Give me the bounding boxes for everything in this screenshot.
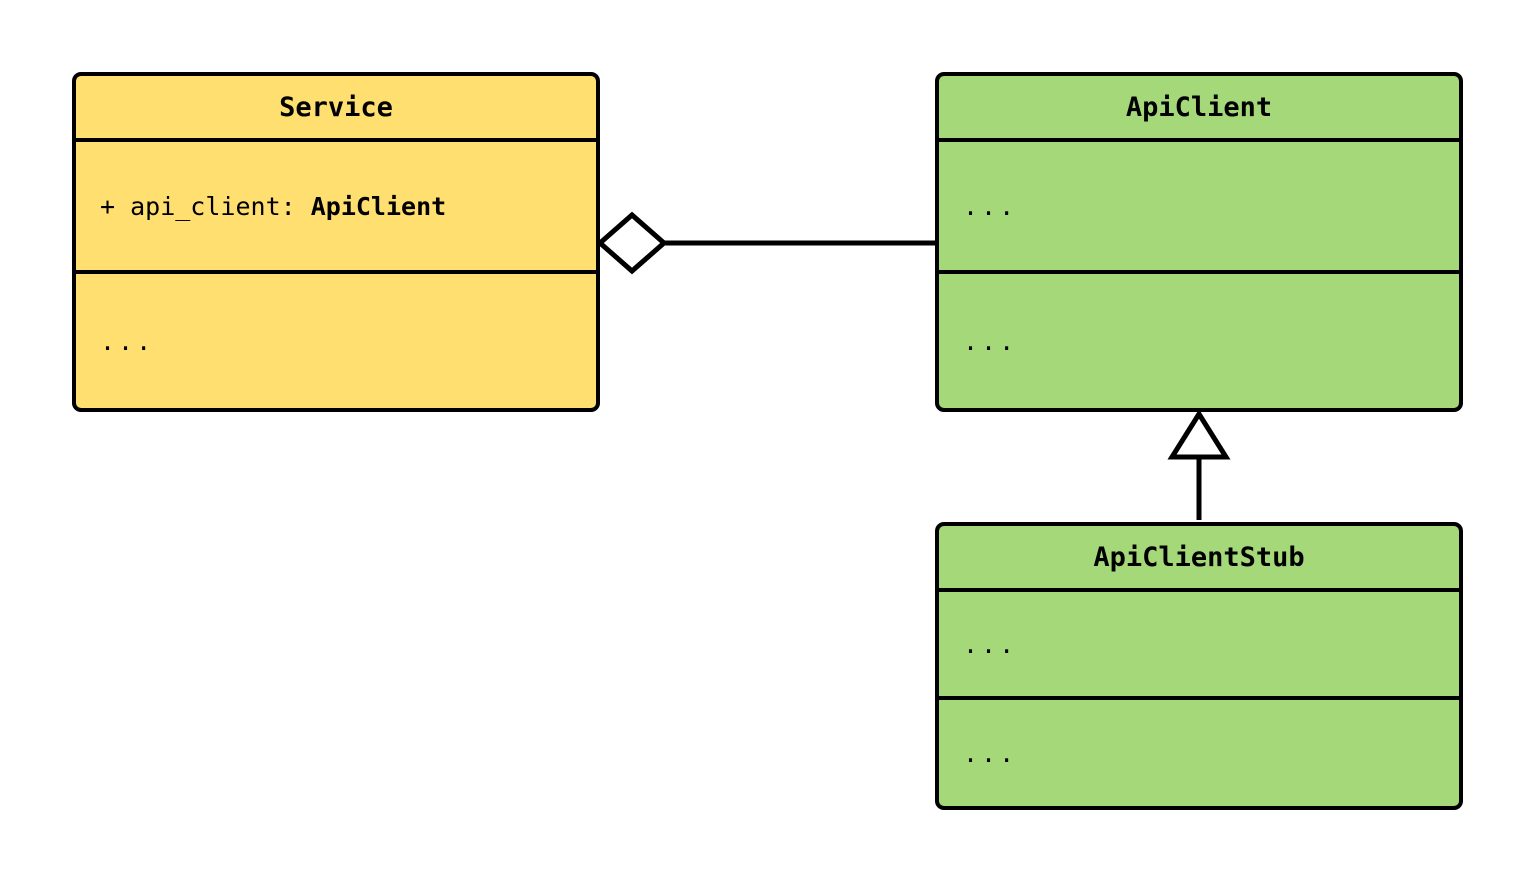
class-attributes-api-client: ... bbox=[939, 142, 1459, 275]
class-attributes-api-client-stub: ... bbox=[939, 592, 1459, 701]
attribute-name-api-client: + api_client: bbox=[100, 191, 311, 221]
class-attributes-service: + api_client: ApiClient bbox=[76, 142, 596, 275]
class-title-service: Service bbox=[76, 76, 596, 142]
operations-ellipsis: ... bbox=[963, 738, 1018, 768]
class-operations-api-client: ... bbox=[939, 274, 1459, 408]
hollow-diamond-icon bbox=[596, 211, 668, 275]
attributes-ellipsis: ... bbox=[963, 191, 1018, 221]
class-box-api-client-stub[interactable]: ApiClientStub ... ... bbox=[935, 522, 1463, 810]
class-operations-service: ... bbox=[76, 274, 596, 408]
class-title-api-client: ApiClient bbox=[939, 76, 1459, 142]
aggregation-service-to-apiclient[interactable] bbox=[596, 211, 937, 275]
class-box-api-client[interactable]: ApiClient ... ... bbox=[935, 72, 1463, 412]
class-title-api-client-stub: ApiClientStub bbox=[939, 526, 1459, 592]
operations-ellipsis: ... bbox=[963, 326, 1018, 356]
attributes-ellipsis: ... bbox=[963, 629, 1018, 659]
generalization-apiclientstub-to-apiclient[interactable] bbox=[1167, 409, 1231, 520]
hollow-triangle-icon bbox=[1167, 409, 1231, 460]
class-box-service[interactable]: Service + api_client: ApiClient ... bbox=[72, 72, 600, 412]
class-operations-api-client-stub: ... bbox=[939, 700, 1459, 806]
attribute-type-api-client: ApiClient bbox=[310, 191, 447, 221]
operations-ellipsis: ... bbox=[100, 326, 155, 356]
